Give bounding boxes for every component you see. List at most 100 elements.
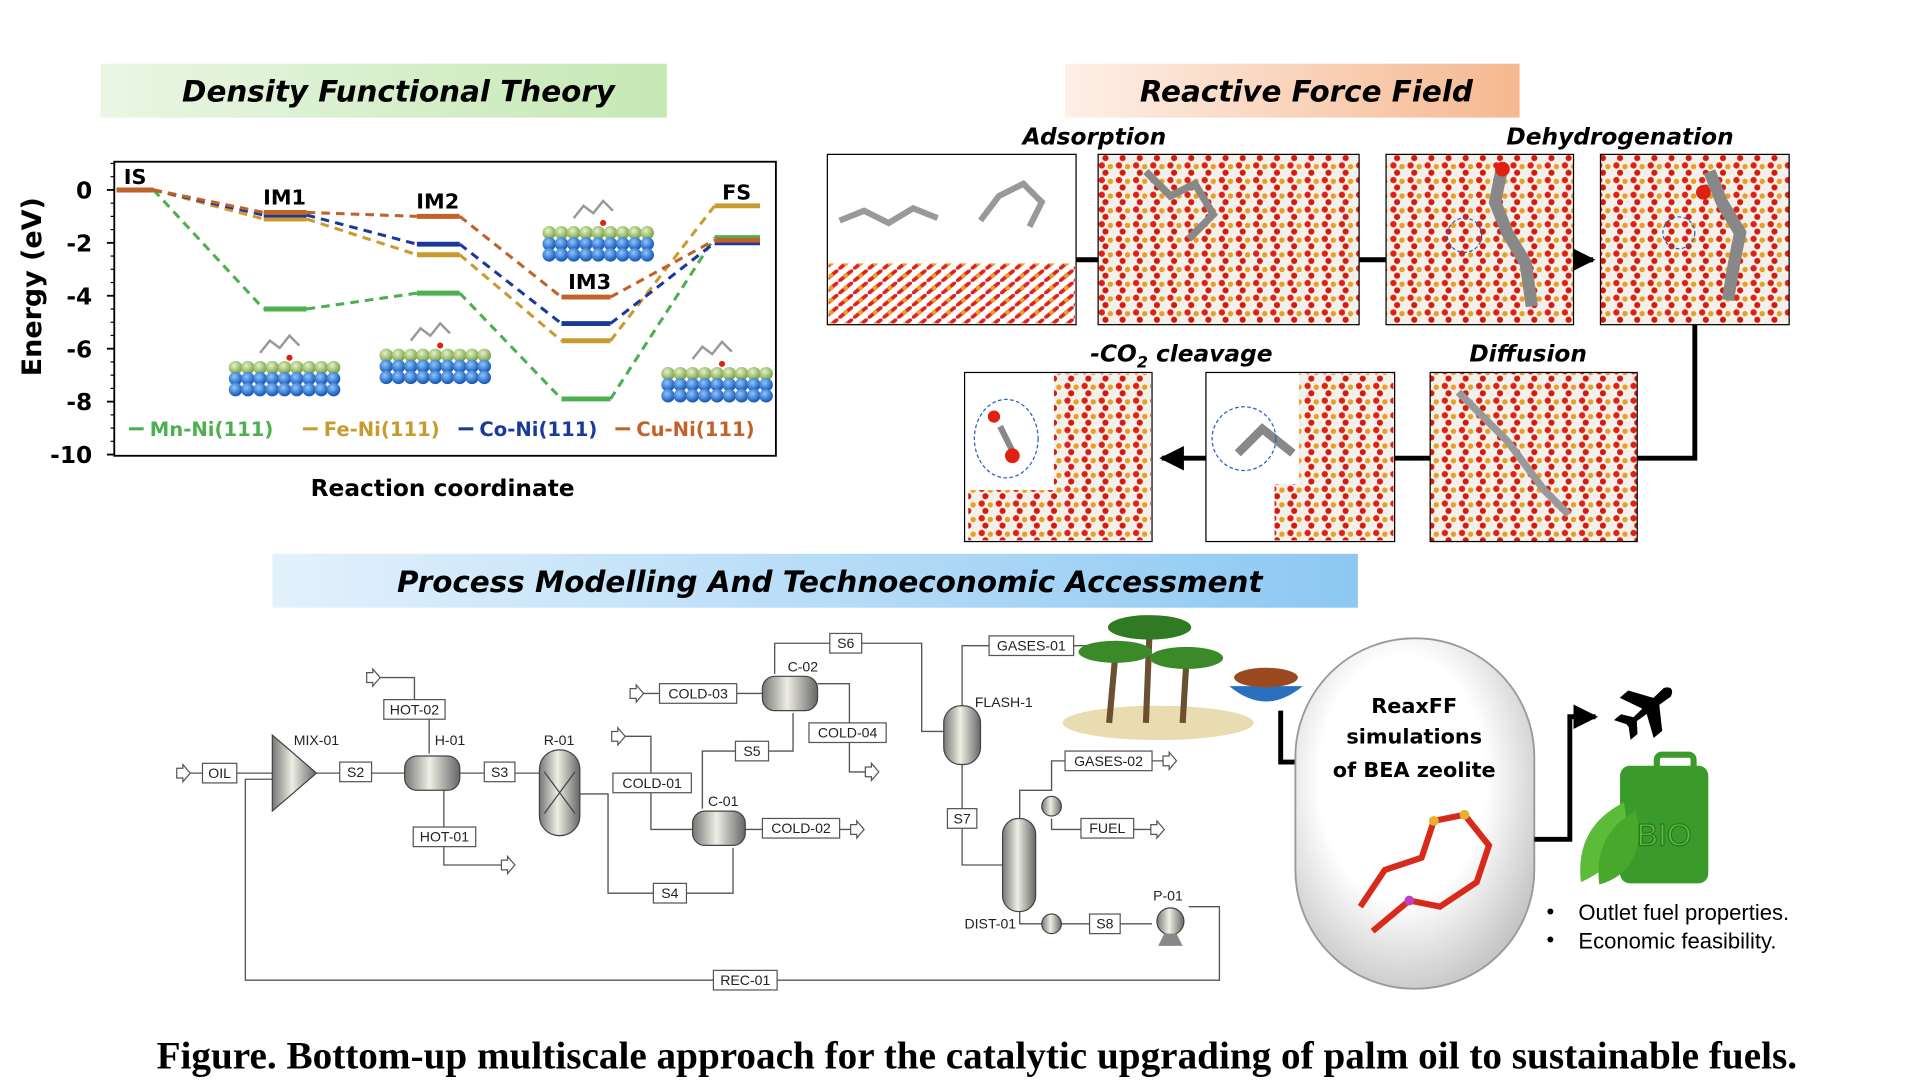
plot-frame bbox=[113, 160, 777, 457]
process-banner: Process Modelling And Technoeconomic Acc… bbox=[272, 553, 1358, 608]
pump-p-01[interactable] bbox=[1156, 907, 1185, 936]
svg-text:GASES-01: GASES-01 bbox=[997, 638, 1066, 654]
capsule-line-2: simulations bbox=[1346, 725, 1482, 749]
connector bbox=[306, 291, 418, 311]
y-axis-label: Energy (eV) bbox=[17, 197, 48, 376]
mixer-mix-01[interactable] bbox=[271, 733, 318, 813]
reaxff-panels: Adsorption Dehydrogenation Diffusion -CO… bbox=[826, 124, 1790, 543]
outcomes-list: • Outlet fuel properties. • Economic fea… bbox=[1547, 899, 1790, 953]
unit-label-flash-1: FLASH-1 bbox=[975, 694, 1033, 710]
svg-text:GASES-02: GASES-02 bbox=[1074, 753, 1143, 769]
stream-s3[interactable]: S3 bbox=[483, 761, 516, 783]
legend-item: Mn-Ni(111) bbox=[128, 418, 274, 441]
connector bbox=[458, 292, 563, 401]
svg-text:•: • bbox=[1547, 899, 1555, 924]
column-dist-01[interactable] bbox=[1001, 817, 1037, 913]
state-label-FS: FS bbox=[722, 181, 751, 205]
y-tick-label: -2 bbox=[66, 230, 92, 257]
stream-s6[interactable]: S6 bbox=[829, 632, 863, 654]
svg-text:REC-01: REC-01 bbox=[720, 972, 770, 988]
connector bbox=[153, 188, 265, 214]
energy-profile-chart: Energy (eV) Reaction coordinate 0-2-4-6-… bbox=[17, 160, 777, 502]
snapshot-adsorption-2 bbox=[1097, 153, 1360, 326]
state-label-IM1: IM1 bbox=[263, 186, 306, 210]
stream-gases-01[interactable]: GASES-01 bbox=[988, 635, 1075, 657]
svg-text:COLD-03: COLD-03 bbox=[668, 685, 728, 701]
svg-text:COLD-04: COLD-04 bbox=[818, 725, 878, 741]
stream-rec-01[interactable]: REC-01 bbox=[712, 969, 778, 991]
connector bbox=[152, 188, 265, 311]
svg-text:COLD-01: COLD-01 bbox=[622, 775, 682, 791]
slab-image bbox=[661, 340, 773, 403]
dft-banner: Density Functional Theory bbox=[100, 63, 667, 118]
flash-drum-flash-1[interactable] bbox=[943, 705, 982, 766]
stream-fuel[interactable]: FUEL bbox=[1080, 817, 1135, 839]
connector bbox=[609, 236, 716, 400]
series-cu-ni111 bbox=[116, 187, 760, 300]
svg-text:S3: S3 bbox=[491, 764, 508, 780]
svg-text:HOT-02: HOT-02 bbox=[390, 701, 439, 717]
svg-text:S7: S7 bbox=[954, 810, 971, 826]
svg-text:FUEL: FUEL bbox=[1089, 820, 1125, 836]
step-adsorption-label: Adsorption bbox=[1021, 124, 1167, 151]
stream-arrow-icon bbox=[1150, 819, 1166, 840]
airplane-icon bbox=[1613, 687, 1673, 740]
connector bbox=[306, 217, 418, 257]
stream-gases-02[interactable]: GASES-02 bbox=[1064, 750, 1153, 772]
stream-arrow-icon bbox=[850, 819, 865, 840]
connector bbox=[609, 241, 716, 325]
svg-text:HOT-01: HOT-01 bbox=[420, 829, 469, 845]
stream-s7[interactable]: S7 bbox=[946, 808, 978, 829]
svg-text:S2: S2 bbox=[347, 764, 364, 780]
y-tick-label: -8 bbox=[66, 389, 92, 416]
stream-s2[interactable]: S2 bbox=[339, 761, 373, 783]
snapshot-adsorption bbox=[826, 153, 1077, 326]
figure-caption: Figure. Bottom-up multiscale approach fo… bbox=[157, 1034, 1797, 1077]
connector bbox=[458, 215, 563, 299]
step-diffusion-label: Diffusion bbox=[1469, 340, 1587, 367]
state-label-IM3: IM3 bbox=[568, 270, 611, 294]
legend-item: Fe-Ni(111) bbox=[302, 418, 440, 441]
state-label-IS: IS bbox=[124, 165, 147, 189]
svg-text:S6: S6 bbox=[837, 635, 854, 651]
cooler-c-02[interactable] bbox=[761, 675, 819, 712]
stream-arrow-icon bbox=[366, 667, 381, 688]
reaxff-title: Reactive Force Field bbox=[1140, 75, 1474, 109]
slab-image bbox=[542, 199, 654, 262]
connector bbox=[306, 213, 418, 246]
stream-hot-01[interactable]: HOT-01 bbox=[412, 826, 477, 848]
step-dehydrogenation-label: Dehydrogenation bbox=[1506, 124, 1733, 151]
process-title: Process Modelling And Technoeconomic Acc… bbox=[397, 565, 1263, 599]
legend-label: Mn-Ni(111) bbox=[150, 418, 274, 441]
catalyst-slab-images bbox=[228, 199, 773, 403]
stream-cold-01[interactable]: COLD-01 bbox=[612, 772, 692, 794]
x-axis-label: Reaction coordinate bbox=[311, 475, 575, 502]
stream-s4[interactable]: S4 bbox=[652, 882, 688, 904]
stream-hot-02[interactable]: HOT-02 bbox=[383, 698, 446, 720]
unit-label-c-02: C-02 bbox=[788, 658, 819, 674]
step-co2-cleavage-label: -CO2 cleavage bbox=[1090, 340, 1272, 371]
snapshot-dehydrogenation-1 bbox=[1385, 153, 1575, 326]
legend-item: Co-Ni(111) bbox=[458, 418, 597, 441]
connector bbox=[458, 242, 563, 325]
stream-oil[interactable]: OIL bbox=[201, 762, 238, 784]
stream-s5[interactable]: S5 bbox=[734, 740, 770, 762]
cooler-c-01[interactable] bbox=[691, 810, 746, 847]
stream-cold-03[interactable]: COLD-03 bbox=[658, 683, 738, 704]
stream-s8[interactable]: S8 bbox=[1088, 913, 1121, 935]
legend-label: Co-Ni(111) bbox=[479, 418, 597, 441]
stream-arrow-icon bbox=[629, 683, 645, 704]
unit-label-p-01: P-01 bbox=[1153, 888, 1183, 904]
snapshot-co2-cleavage-1 bbox=[1205, 371, 1396, 543]
reaxff-banner: Reactive Force Field bbox=[1065, 63, 1520, 118]
stream-cold-04[interactable]: COLD-04 bbox=[808, 722, 887, 744]
y-tick-label: -6 bbox=[66, 336, 92, 363]
series-mn-ni111 bbox=[116, 187, 760, 402]
unit-label-h-01: H-01 bbox=[435, 732, 466, 748]
heater-h-01[interactable] bbox=[404, 755, 461, 791]
legend-label: Fe-Ni(111) bbox=[324, 418, 440, 441]
stream-arrow-icon bbox=[611, 726, 626, 747]
stream-cold-02[interactable]: COLD-02 bbox=[761, 817, 841, 839]
